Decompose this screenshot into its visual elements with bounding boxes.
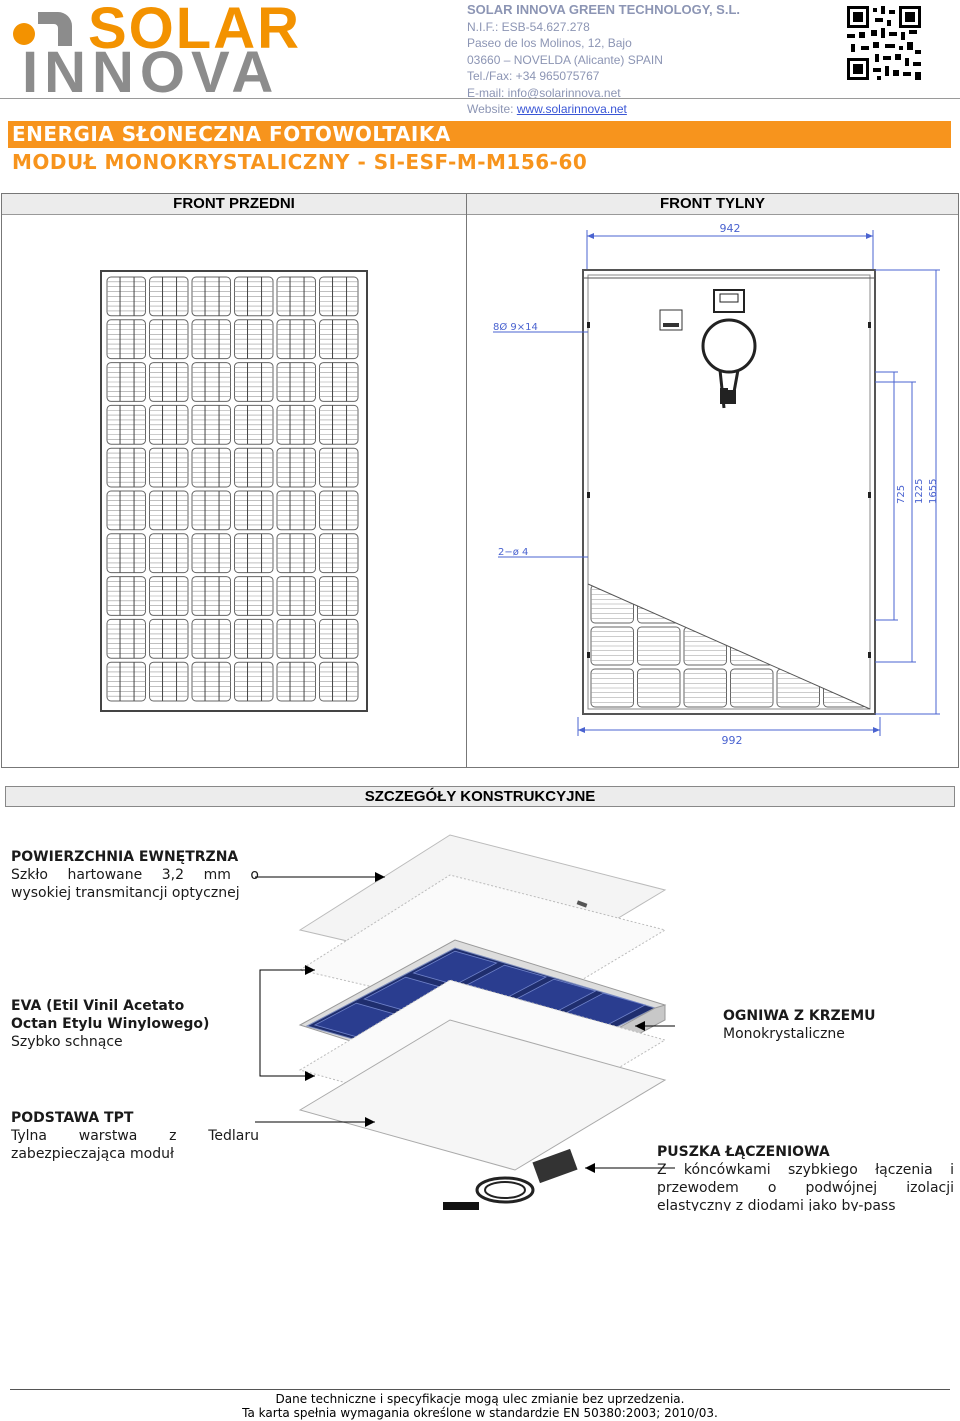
logo-text-innova: INNOVA	[22, 40, 280, 105]
jbox-block: PUSZKA ŁĄCZENIOWA Z kóncówkami szybkiego…	[657, 1143, 954, 1211]
cells-title: OGNIWA Z KRZEMU	[723, 1008, 876, 1024]
footer-line-2: Ta karta spełnia wymagania określone w s…	[242, 1406, 718, 1420]
jbox-title: PUSZKA ŁĄCZENIOWA	[657, 1144, 830, 1160]
dim-1225-label: 1225	[914, 479, 925, 504]
cells-text: Monokrystaliczne	[723, 1026, 845, 1042]
eva-title-2: Octan Etylu Winylowego)	[11, 1016, 210, 1032]
title-bar	[8, 121, 951, 148]
cells-block: OGNIWA Z KRZEMU Monokrystaliczne	[723, 1007, 953, 1043]
surface-block: POWIERZCHNIA EWNĘTRZNA Szkło hartowane 3…	[11, 848, 259, 902]
jbox-text: Z kóncówkami szybkiego łączenia i przewo…	[657, 1162, 954, 1211]
eva-text: Szybko schnące	[11, 1034, 123, 1050]
logo-text-solar: SOLAR	[88, 0, 301, 61]
company-telfax: Tel./Fax: +34 965075767	[467, 69, 600, 83]
footer-line-1: Dane techniczne i specyfikacje mogą ulec…	[275, 1392, 685, 1406]
dim-top-label: 942	[720, 222, 741, 235]
company-nif: N.I.F.: ESB-54.627.278	[467, 19, 590, 34]
company-email: E-mail: info@solarinnova.net	[467, 85, 621, 100]
hole2-label: 2−ø 4	[498, 547, 528, 558]
exploded-view-diagram	[255, 834, 675, 1210]
front-panel-cells	[106, 276, 359, 702]
dim-1655-label: 1655	[928, 479, 939, 504]
header-divider	[0, 98, 960, 99]
company-name: SOLAR INNOVA GREEN TECHNOLOGY, S.L.	[467, 2, 741, 17]
website-link[interactable]: www.solarinnova.net	[516, 102, 627, 116]
front-view-header: FRONT PRZEDNI	[2, 194, 467, 215]
eva-block: EVA (Etil Vinil Acetato Octan Etylu Winy…	[11, 997, 251, 1051]
tpt-title: PODSTAWA TPT	[11, 1110, 134, 1126]
views-frame	[1, 193, 959, 768]
company-address-2: 03660 – NOVELDA (Alicante) SPAIN	[467, 52, 663, 67]
back-view-header: FRONT TYLNY	[467, 194, 958, 215]
page-subtitle: MODUŁ MONOKRYSTALICZNY - SI-ESF-M-M156-6…	[12, 150, 588, 174]
page-title: ENERGIA SŁONECZNA FOTOWOLTAIKA	[12, 122, 451, 146]
tpt-block: PODSTAWA TPT Tylna warstwa z Tedlaru zab…	[11, 1109, 259, 1163]
company-address-1: Paseo de los Molinos, 12, Bajo	[467, 36, 632, 50]
surface-text: Szkło hartowane 3,2 mm o wysokiej transm…	[11, 867, 259, 901]
tpt-text: Tylna warstwa z Tedlaru zabezpieczająca …	[11, 1128, 259, 1162]
eva-title-1: EVA (Etil Vinil Acetato	[11, 998, 185, 1014]
views-divider	[466, 194, 467, 767]
dim-725-label: 725	[896, 485, 907, 504]
company-info: SOLAR INNOVA GREEN TECHNOLOGY, S.L. N.I.…	[467, 2, 740, 118]
surface-title: POWIERZCHNIA EWNĘTRZNA	[11, 849, 239, 865]
construction-heading: SZCZEGÓŁY KONSTRUKCYJNE	[5, 786, 955, 807]
dim-bottom-label: 992	[722, 734, 743, 747]
front-panel-drawing	[100, 270, 368, 712]
footer-divider	[10, 1389, 950, 1390]
back-panel-drawing: 942 8Ø 9×14 2−ø 4 725 1225 1655 992	[493, 222, 940, 747]
exploded-cell	[412, 950, 498, 986]
hole-label: 8Ø 9×14	[493, 321, 538, 333]
qr-code-icon	[847, 6, 921, 80]
logo-icon	[12, 10, 74, 50]
company-website: Website: www.solarinnova.net	[467, 102, 627, 116]
